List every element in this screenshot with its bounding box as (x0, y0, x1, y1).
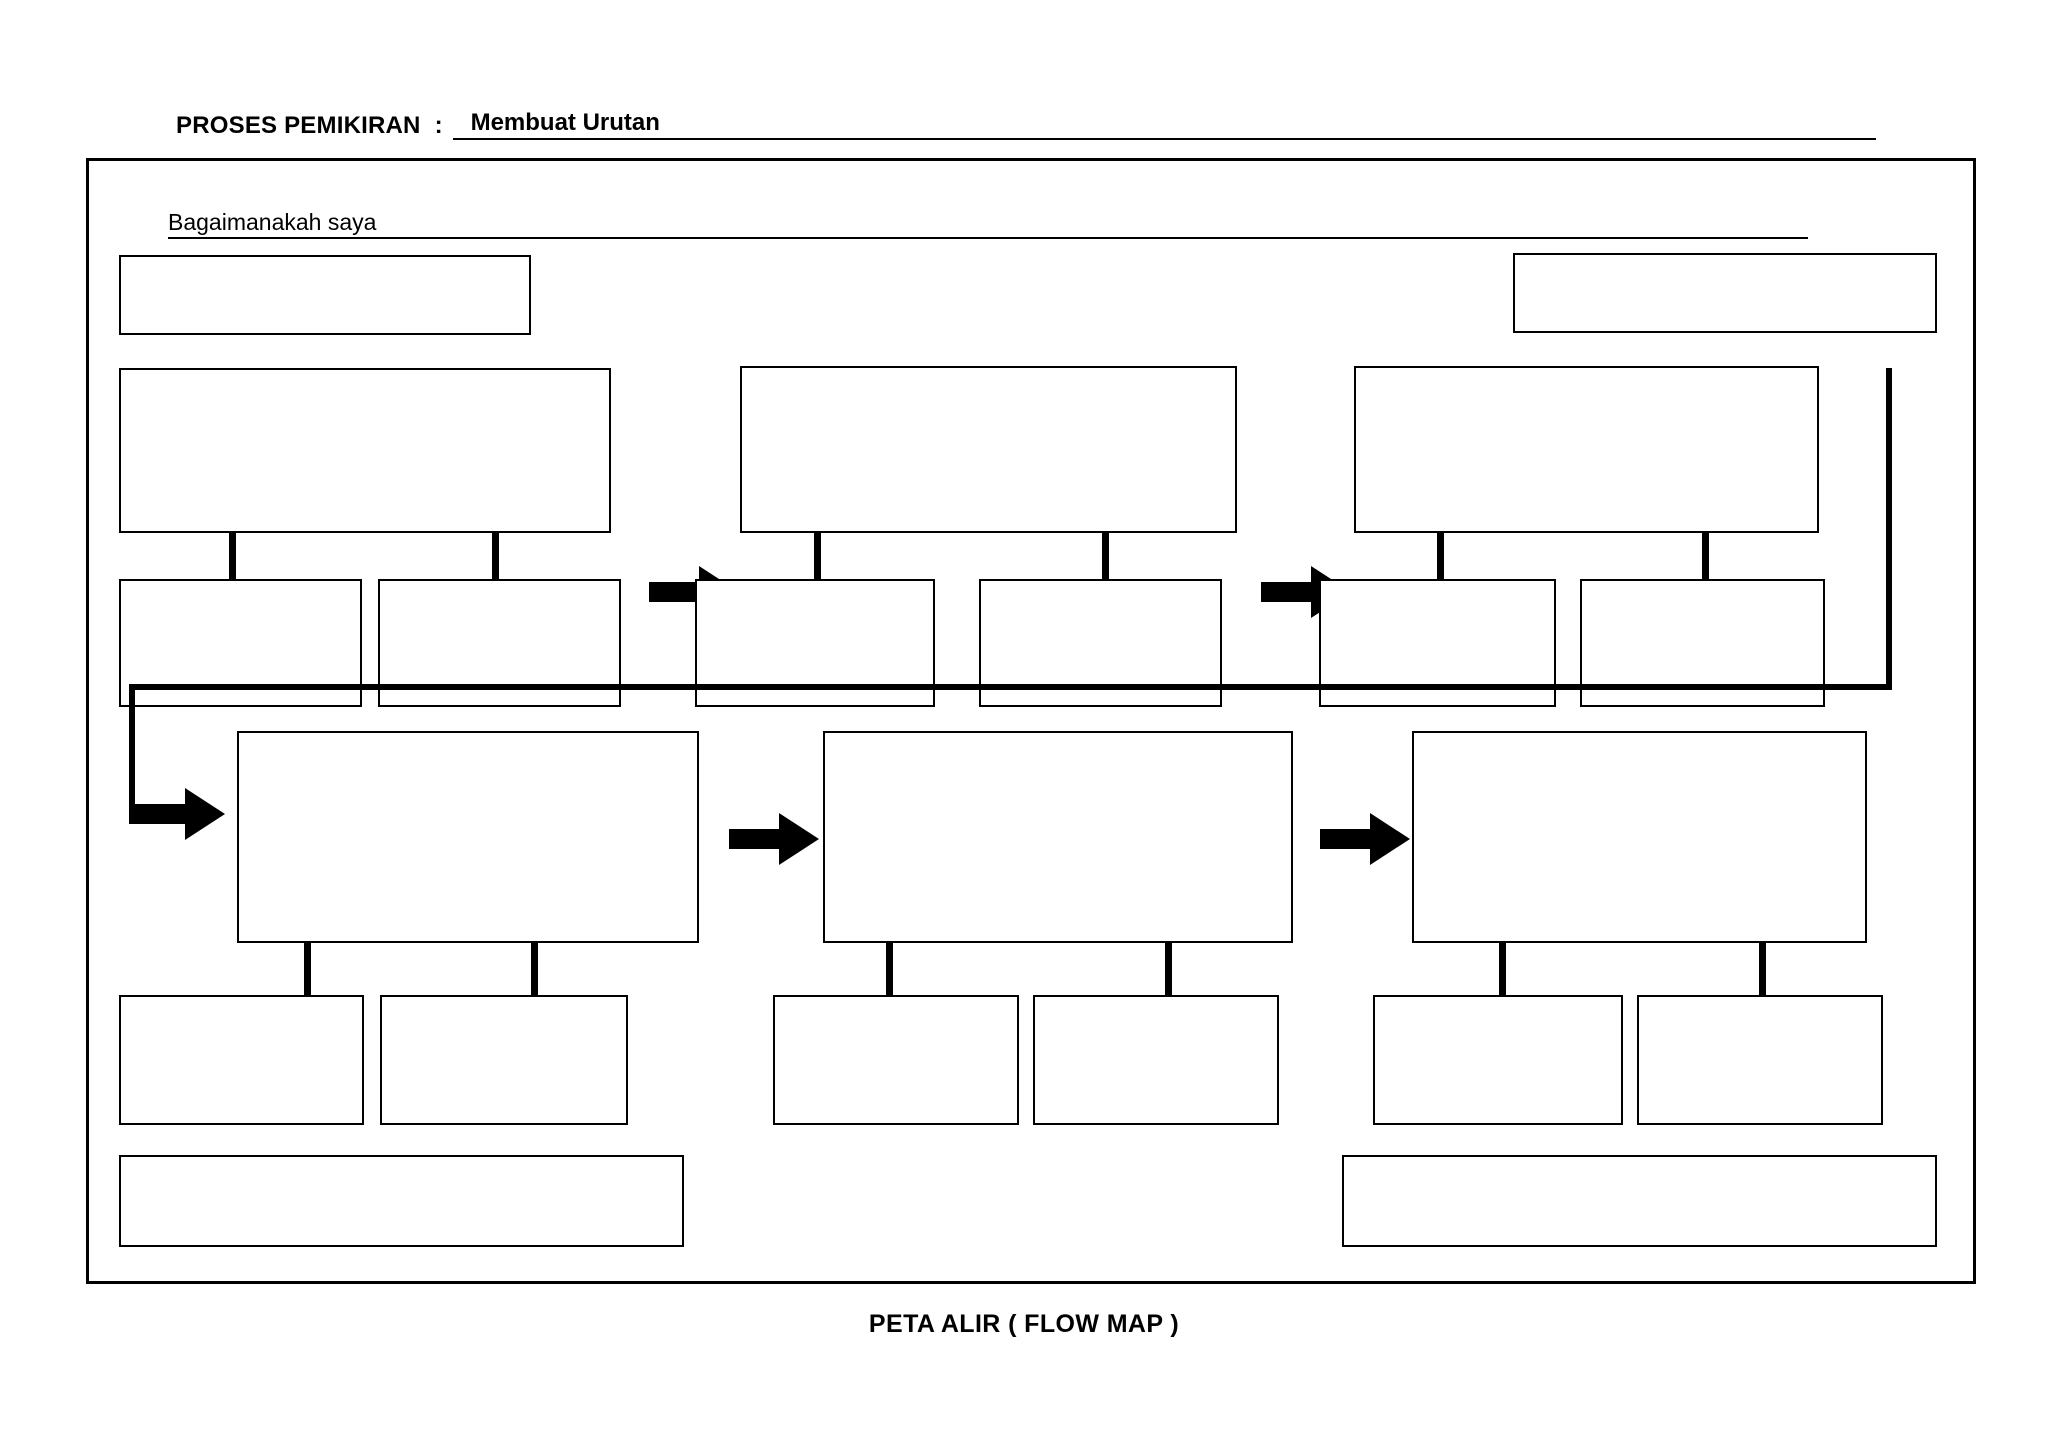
stem-step1-sub1 (229, 533, 236, 579)
step-4-substep-2-box[interactable] (380, 995, 628, 1125)
step-5-substep-2-box[interactable] (1033, 995, 1279, 1125)
prompt-line: Bagaimanakah saya (168, 205, 1808, 239)
thinking-process-fill-rule (665, 112, 1876, 140)
thinking-process-label: PROSES PEMIKIRAN (176, 112, 421, 139)
wrap-connector-arrowhead (129, 786, 225, 842)
stem-step6-sub2 (1759, 943, 1766, 995)
stem-step3-sub1 (1437, 533, 1444, 579)
step-5-substep-1-box[interactable] (773, 995, 1019, 1125)
prompt-label: Bagaimanakah saya (168, 209, 385, 239)
prompt-fill-rule[interactable] (384, 213, 1808, 239)
arrow-step4-to-step5-glyph (729, 811, 819, 867)
stem-step5-sub1 (886, 943, 893, 995)
thinking-process-header: PROSES PEMIKIRAN : Membuat Urutan (176, 104, 1876, 140)
step-5-box[interactable] (823, 731, 1293, 943)
step-3-box[interactable] (1354, 366, 1819, 533)
stem-step6-sub1 (1499, 943, 1506, 995)
step-2-box[interactable] (740, 366, 1237, 533)
bottom-right-banner-box[interactable] (1342, 1155, 1937, 1247)
wrap-connector-vertical-right (1886, 368, 1892, 690)
step-6-substep-1-box[interactable] (1373, 995, 1623, 1125)
wrap-connector-horizontal (129, 684, 1892, 690)
step-4-box[interactable] (237, 731, 699, 943)
arrow-step5-to-step6-glyph (1320, 811, 1410, 867)
bottom-left-banner-box[interactable] (119, 1155, 684, 1247)
flow-map-frame: Bagaimanakah saya (86, 158, 1976, 1284)
step-1-box[interactable] (119, 368, 611, 533)
top-left-banner-box[interactable] (119, 255, 531, 335)
stem-step5-sub2 (1165, 943, 1172, 995)
flow-map-caption: PETA ALIR ( FLOW MAP ) (868, 1310, 1180, 1338)
stem-step4-sub2 (531, 943, 538, 995)
thinking-process-value[interactable]: Membuat Urutan (452, 109, 666, 140)
stem-step1-sub2 (492, 533, 499, 579)
stem-step4-sub1 (304, 943, 311, 995)
thinking-process-colon: : (434, 112, 443, 139)
stem-step3-sub2 (1702, 533, 1709, 579)
stem-step2-sub2 (1102, 533, 1109, 579)
step-4-substep-1-box[interactable] (119, 995, 364, 1125)
stem-step2-sub1 (814, 533, 821, 579)
step-6-substep-2-box[interactable] (1637, 995, 1883, 1125)
top-right-banner-box[interactable] (1513, 253, 1937, 333)
wrap-connector-vertical-left (129, 684, 135, 812)
step-6-box[interactable] (1412, 731, 1867, 943)
